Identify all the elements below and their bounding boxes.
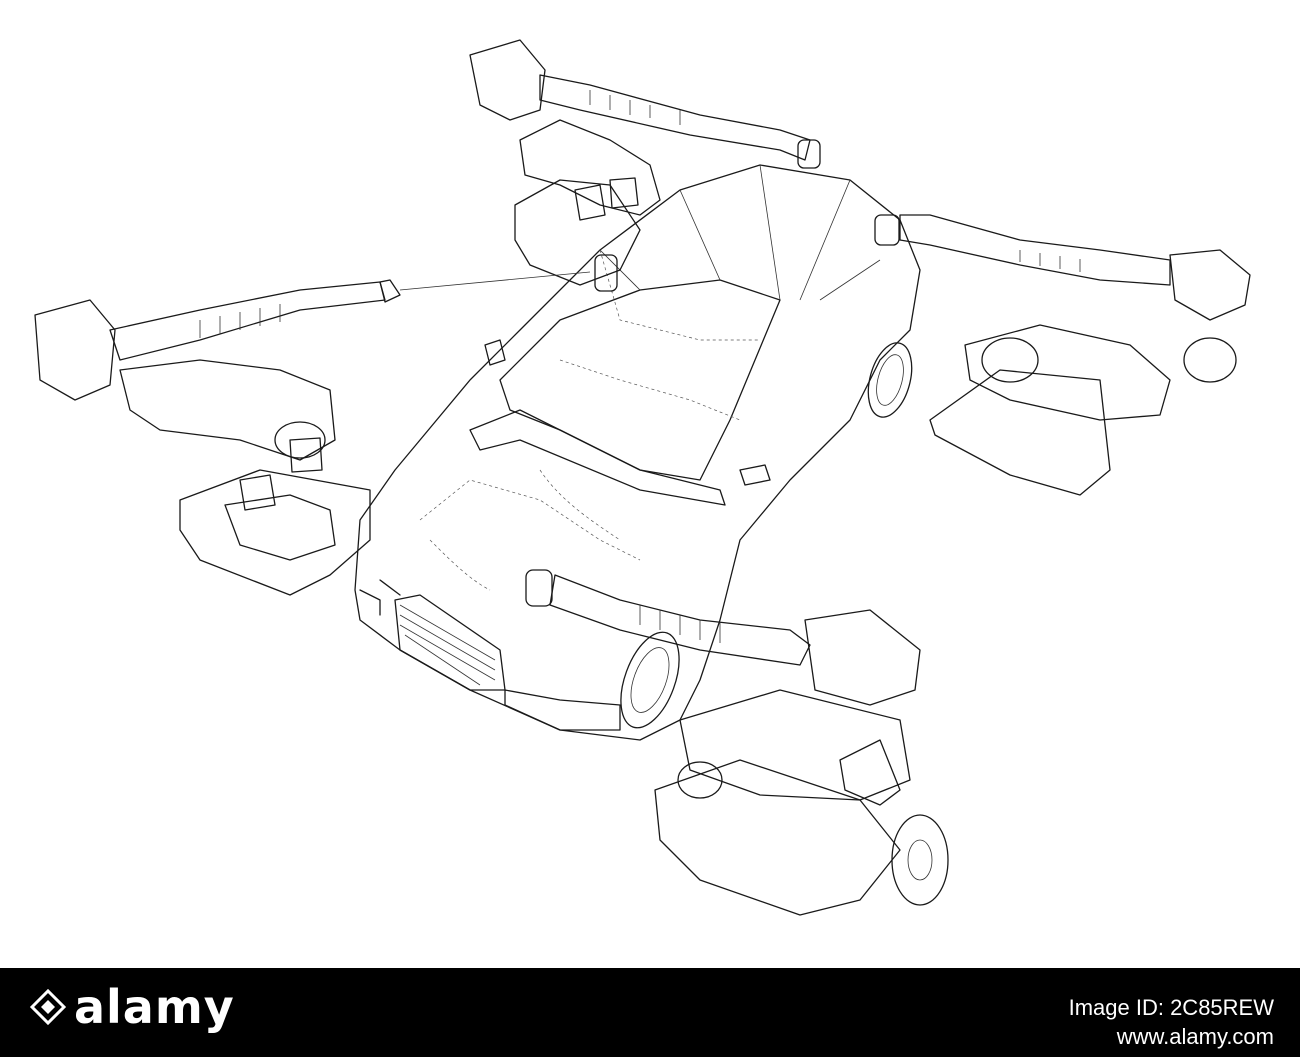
- alamy-logo-icon: [29, 988, 67, 1026]
- stock-footer-bar: alamy Image ID: 2C85REW www.alamy.com: [0, 968, 1300, 1057]
- robot-arm-left: [34, 254, 618, 596]
- robot-arm-bottom: [525, 569, 949, 916]
- robot-arm-top: [469, 39, 821, 286]
- brand-name: alamy: [74, 980, 235, 1034]
- image-id-text: Image ID: 2C85REW: [1068, 995, 1274, 1020]
- robot-arm-right: [874, 214, 1251, 496]
- car-robot-arms-drawing: [34, 39, 1251, 916]
- image-info: Image ID: 2C85REW www.alamy.com: [1069, 994, 1274, 1051]
- site-url-text: www.alamy.com: [1116, 1023, 1274, 1049]
- brand-logo: alamy: [28, 980, 235, 1034]
- car-wireframe: [354, 164, 921, 741]
- wireframe-illustration: [34, 39, 1251, 916]
